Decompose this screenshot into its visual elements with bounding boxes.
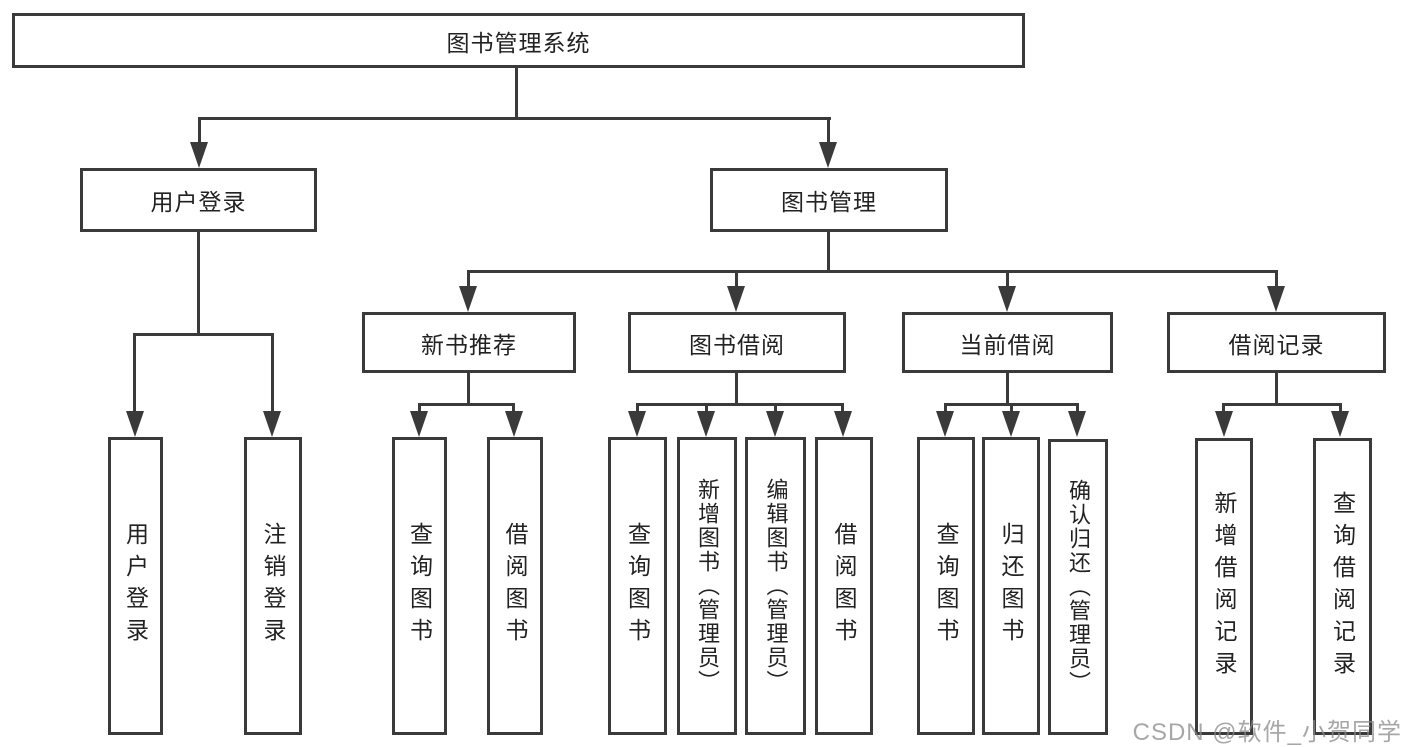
node-label: 新增图书（管理员） [695, 478, 720, 694]
node-label: 编辑图书（管理员） [763, 478, 789, 694]
connector-line [198, 117, 831, 120]
connector-line [774, 403, 777, 415]
arrowhead-icon [834, 411, 852, 437]
connector-line [705, 403, 708, 415]
arrowhead-icon [410, 411, 428, 437]
arrowhead-icon [819, 142, 837, 168]
connector-line [1222, 403, 1342, 406]
arrowhead-icon [1002, 411, 1020, 437]
arrowhead-icon [936, 411, 954, 437]
connector-line [1076, 403, 1079, 415]
arrowhead-icon [727, 286, 745, 312]
node-label: 查询借阅记录 [1329, 490, 1356, 683]
connector-line [636, 403, 639, 415]
connector-line [944, 403, 947, 415]
connector-line [1275, 270, 1278, 288]
node-label: 借阅图书 [831, 522, 857, 650]
arrowhead-icon [1068, 411, 1086, 437]
node-leaf-confirm-return-admin: 确认归还（管理员） [1048, 439, 1108, 735]
node-leaf-query-book-current: 查询图书 [917, 437, 975, 735]
node-borrowing-records: 借阅记录 [1167, 312, 1386, 373]
connector-line [1006, 373, 1009, 406]
arrowhead-icon [1267, 286, 1285, 312]
arrowhead-icon [126, 411, 144, 437]
node-label: 图书借阅 [689, 331, 785, 358]
connector-line [735, 270, 738, 288]
arrowhead-icon [998, 286, 1016, 312]
connector-line [1006, 270, 1009, 288]
node-leaf-return-book: 归还图书 [982, 437, 1040, 735]
node-leaf-borrow-book-rec: 借阅图书 [487, 437, 543, 735]
node-label: 图书管理系统 [446, 29, 591, 56]
node-leaf-logout: 注销登录 [244, 437, 302, 735]
node-leaf-query-book-rec: 查询图书 [392, 437, 447, 735]
node-leaf-add-book-admin: 新增图书（管理员） [677, 437, 737, 735]
node-label: 查询图书 [406, 522, 433, 650]
node-leaf-edit-book-admin: 编辑图书（管理员） [745, 437, 806, 735]
connector-line [735, 373, 738, 406]
node-leaf-borrow-book: 借阅图书 [815, 437, 873, 735]
arrowhead-icon [628, 411, 646, 437]
node-book-borrowing: 图书借阅 [628, 312, 846, 373]
connector-line [827, 117, 830, 145]
connector-line [133, 333, 136, 413]
arrowhead-icon [505, 411, 523, 437]
node-library-system: 图书管理系统 [12, 13, 1025, 68]
arrowhead-icon [263, 411, 281, 437]
connector-line [133, 333, 274, 336]
node-label: 新增借阅记录 [1211, 490, 1237, 683]
connector-line [271, 333, 274, 413]
node-label: 借阅图书 [502, 522, 528, 650]
node-label: 用户登录 [150, 189, 247, 215]
node-label: 查询图书 [624, 522, 651, 650]
connector-line [197, 232, 200, 336]
connector-line [198, 117, 201, 145]
arrowhead-icon [190, 142, 208, 168]
connector-line [841, 403, 844, 415]
node-leaf-add-borrow-record: 新增借阅记录 [1195, 438, 1253, 735]
node-label: 当前借阅 [959, 331, 1056, 358]
node-label: 借阅记录 [1228, 331, 1325, 358]
node-label: 注销登录 [260, 522, 286, 650]
connector-line [1010, 403, 1013, 415]
connector-line [1339, 403, 1342, 415]
connector-line [636, 403, 844, 406]
connector-line [467, 373, 470, 406]
csdn-watermark: CSDN @软件_小贺同学 [1132, 719, 1402, 746]
connector-line [418, 403, 421, 415]
connector-line [1275, 373, 1278, 406]
connector-line [467, 270, 470, 288]
arrowhead-icon [1215, 411, 1233, 437]
connector-line [1222, 403, 1225, 415]
node-new-book-recommendation: 新书推荐 [362, 312, 576, 373]
connector-line [515, 66, 518, 119]
arrowhead-icon [1331, 411, 1349, 437]
node-book-management: 图书管理 [710, 168, 948, 232]
node-label: 确认归还（管理员） [1066, 479, 1091, 695]
connector-line [827, 232, 830, 273]
node-label: 用户登录 [122, 522, 149, 650]
node-current-borrowing: 当前借阅 [902, 312, 1113, 373]
node-user-login: 用户登录 [80, 168, 317, 232]
node-leaf-query-book-borrow: 查询图书 [608, 437, 667, 735]
node-leaf-user-login: 用户登录 [108, 437, 163, 735]
node-label: 归还图书 [998, 522, 1024, 650]
arrowhead-icon [459, 286, 477, 312]
connector-line [467, 270, 1278, 273]
node-leaf-query-borrow-record: 查询借阅记录 [1313, 438, 1372, 735]
arrowhead-icon [766, 411, 784, 437]
node-label: 新书推荐 [421, 331, 517, 358]
node-label: 图书管理 [781, 189, 877, 215]
arrowhead-icon [697, 411, 715, 437]
connector-line [418, 403, 515, 406]
connector-line [512, 403, 515, 415]
node-label: 查询图书 [933, 522, 959, 650]
